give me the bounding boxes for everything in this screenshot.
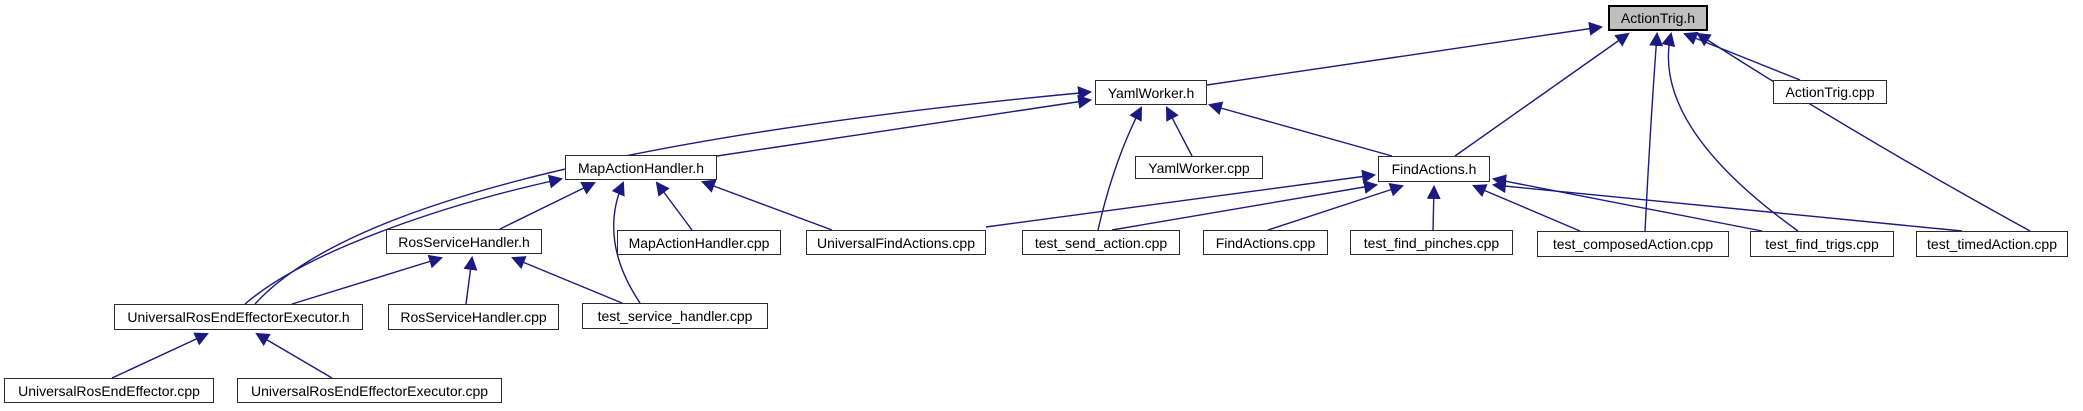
graph-node-test-timedaction-cpp[interactable]: test_timedAction.cpp xyxy=(1916,231,2068,257)
graph-node-universalrosendeffector-cpp[interactable]: UniversalRosEndEffector.cpp xyxy=(4,378,214,403)
edge-universalrosendeffectorexecutor-h-to-yamlworker-h xyxy=(254,86,1093,305)
graph-node-actiontrig-cpp[interactable]: ActionTrig.cpp xyxy=(1773,80,1887,104)
edge-findactions-cpp-to-findactions-h xyxy=(1267,183,1404,231)
edge-test-composedaction-cpp-to-actiontrig-h xyxy=(1644,31,1664,232)
edge-yamlworker-cpp-to-yamlworker-h xyxy=(1166,106,1193,157)
graph-node-yamlworker-h[interactable]: YamlWorker.h xyxy=(1095,80,1207,105)
edge-rosservicehandler-cpp-to-rosservicehandler-h xyxy=(463,255,478,305)
graph-node-yamlworker-cpp[interactable]: YamlWorker.cpp xyxy=(1135,156,1263,179)
edge-universalfindactions-cpp-to-mapactionhandler-h xyxy=(701,179,833,231)
edge-test-find-pinches-cpp-to-findactions-h xyxy=(1426,184,1441,232)
edge-actiontrig-cpp-to-actiontrig-h xyxy=(1683,31,1801,81)
edge-findactions-h-to-yamlworker-h xyxy=(1207,101,1393,157)
graph-node-universalfindactions-cpp[interactable]: UniversalFindActions.cpp xyxy=(806,230,986,255)
graph-node-rosservicehandler-cpp[interactable]: RosServiceHandler.cpp xyxy=(388,304,559,330)
graph-node-universalrosendeffectorexecutor-cpp[interactable]: UniversalRosEndEffectorExecutor.cpp xyxy=(237,378,502,403)
edge-test-find-trigs-cpp-to-findactions-h xyxy=(1491,174,1763,232)
graph-node-actiontrig-h[interactable]: ActionTrig.h xyxy=(1608,5,1708,31)
edge-test-send-action-cpp-to-findactions-h xyxy=(1111,180,1379,231)
graph-node-universalrosendeffectorexecutor-h[interactable]: UniversalRosEndEffectorExecutor.h xyxy=(114,304,363,330)
edge-test-service-handler-cpp-to-mapactionhandler-h xyxy=(611,181,641,304)
edge-universalrosendeffectorexecutor-cpp-to-universalrosendeffectorexecutor-h xyxy=(255,332,333,379)
edge-test-timedaction-cpp-to-actiontrig-h xyxy=(1696,32,2031,232)
graph-node-findactions-h[interactable]: FindActions.h xyxy=(1378,156,1490,182)
edge-test-send-action-cpp-to-yamlworker-h xyxy=(1097,106,1142,231)
graph-node-mapactionhandler-cpp[interactable]: MapActionHandler.cpp xyxy=(617,230,781,255)
edge-test-timedaction-cpp-to-findactions-h xyxy=(1491,179,1963,232)
graph-node-test-composedaction-cpp[interactable]: test_composedAction.cpp xyxy=(1537,231,1729,257)
graph-node-test-find-trigs-cpp[interactable]: test_find_trigs.cpp xyxy=(1750,231,1894,257)
edge-findactions-h-to-actiontrig-h xyxy=(1454,32,1630,157)
edge-test-service-handler-cpp-to-rosservicehandler-h xyxy=(511,256,623,304)
edge-mapactionhandler-h-to-yamlworker-h xyxy=(716,94,1093,157)
edge-rosservicehandler-h-to-mapactionhandler-h xyxy=(499,181,596,230)
edge-universalrosendeffectorexecutor-h-to-rosservicehandler-h xyxy=(291,254,444,305)
edge-test-find-trigs-cpp-to-actiontrig-h xyxy=(1661,31,1799,232)
graph-node-mapactionhandler-h[interactable]: MapActionHandler.h xyxy=(565,155,717,180)
graph-node-test-send-action-cpp[interactable]: test_send_action.cpp xyxy=(1022,230,1180,255)
graph-node-test-find-pinches-cpp[interactable]: test_find_pinches.cpp xyxy=(1350,230,1513,255)
edge-test-composedaction-cpp-to-findactions-h xyxy=(1472,184,1581,232)
edge-universalrosendeffector-cpp-to-universalrosendeffectorexecutor-h xyxy=(111,332,209,379)
graph-node-findactions-cpp[interactable]: FindActions.cpp xyxy=(1203,230,1328,255)
edge-yamlworker-h-to-actiontrig-h xyxy=(1206,21,1604,86)
edge-universalfindactions-cpp-to-findactions-h xyxy=(985,169,1377,228)
graph-node-rosservicehandler-h[interactable]: RosServiceHandler.h xyxy=(386,229,542,254)
graph-node-test-service-handler-cpp[interactable]: test_service_handler.cpp xyxy=(582,303,768,329)
edge-mapactionhandler-cpp-to-mapactionhandler-h xyxy=(655,181,693,231)
